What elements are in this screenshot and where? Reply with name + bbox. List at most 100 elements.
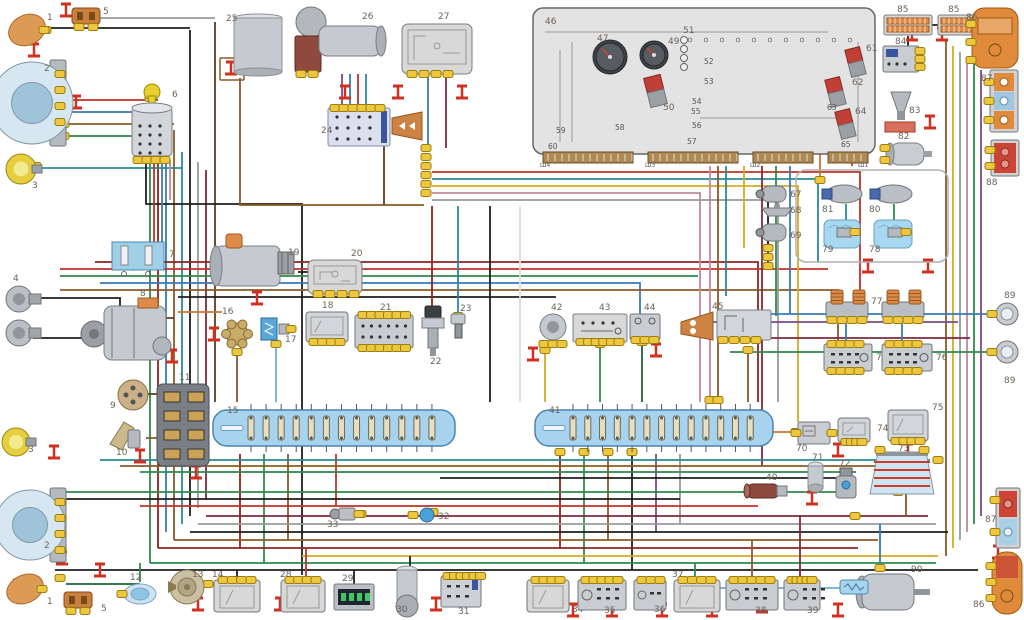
svg-text:23: 23 <box>460 304 471 314</box>
component-37: 37 <box>672 570 721 613</box>
component-26: 26 <box>294 6 387 78</box>
svg-text:49: 49 <box>668 37 680 47</box>
svg-text:54: 54 <box>692 97 702 106</box>
component-73: 73 <box>869 444 935 495</box>
component-2: 2 <box>0 487 67 563</box>
svg-text:17: 17 <box>285 335 296 345</box>
svg-text:37: 37 <box>672 570 683 580</box>
component-39: 39 <box>783 576 825 616</box>
svg-text:19: 19 <box>288 248 300 258</box>
component-1: 1 <box>8 13 53 47</box>
svg-text:3: 3 <box>32 181 38 191</box>
svg-text:6: 6 <box>172 90 178 100</box>
svg-text:75: 75 <box>932 403 943 413</box>
component-13: 13 <box>168 569 205 605</box>
svg-text:62: 62 <box>852 78 863 88</box>
svg-text:71: 71 <box>812 453 823 463</box>
component-19: 19 <box>209 233 300 287</box>
component-31: 31 <box>440 572 486 617</box>
component-65: 65 <box>841 140 851 149</box>
svg-text:12: 12 <box>130 573 141 583</box>
component-86: 86 <box>965 7 1019 69</box>
component-51: 51 <box>680 26 694 71</box>
svg-text:85: 85 <box>948 5 959 15</box>
svg-text:8: 8 <box>140 289 146 299</box>
svg-text:67: 67 <box>790 190 801 200</box>
svg-text:55: 55 <box>691 107 701 116</box>
component-68: 68 <box>761 203 802 217</box>
svg-text:5: 5 <box>103 7 109 17</box>
component-70: 70 <box>790 421 838 454</box>
svg-text:Ш3: Ш3 <box>645 162 655 169</box>
svg-text:35: 35 <box>604 606 615 616</box>
svg-text:38: 38 <box>755 606 767 616</box>
svg-text:87: 87 <box>981 74 992 84</box>
svg-text:56: 56 <box>692 121 702 130</box>
svg-text:86: 86 <box>973 600 985 610</box>
component-80: 80 <box>869 184 913 215</box>
svg-text:43: 43 <box>599 303 610 313</box>
component-60: 60 <box>548 142 558 151</box>
component-enclosure <box>795 169 949 263</box>
component-33: 33 <box>327 507 365 530</box>
component-77: 77 <box>825 289 882 324</box>
svg-text:16: 16 <box>222 307 234 317</box>
component-89: 89 <box>986 340 1019 386</box>
svg-text:33: 33 <box>327 520 338 530</box>
svg-text:28: 28 <box>280 570 292 580</box>
svg-text:63: 63 <box>827 103 837 112</box>
component-32: 32 <box>407 507 449 523</box>
component-Ш1: Ш1 <box>858 162 868 169</box>
svg-text:Ш4: Ш4 <box>540 162 550 169</box>
svg-text:83: 83 <box>909 106 920 116</box>
svg-text:3: 3 <box>28 445 34 455</box>
component-arrowpad <box>391 111 423 141</box>
component-6: 6 <box>131 83 178 164</box>
component-24: 24 <box>321 104 391 147</box>
component-5: 5 <box>71 7 109 31</box>
component-63: 63 <box>827 103 837 112</box>
component-9: 9 <box>110 379 149 411</box>
component-81: 81 <box>821 184 863 215</box>
component-56: 56 <box>692 121 702 130</box>
svg-text:42: 42 <box>551 303 562 313</box>
component-Ш3: Ш3 <box>645 162 655 169</box>
component-54: 54 <box>692 97 702 106</box>
component-84: 84 <box>882 37 926 73</box>
svg-text:Ш1: Ш1 <box>858 162 868 169</box>
component-40: 40 <box>743 473 788 499</box>
component-87: 87 <box>985 487 1021 549</box>
svg-text:46: 46 <box>545 17 557 27</box>
svg-text:59: 59 <box>556 126 566 135</box>
component-64: 64 <box>834 107 867 141</box>
svg-text:44: 44 <box>644 303 656 313</box>
svg-text:11: 11 <box>179 373 190 383</box>
component-Ш4: Ш4 <box>540 162 550 169</box>
component-41: 41 <box>534 404 774 452</box>
wire-harness <box>33 17 994 589</box>
svg-text:31: 31 <box>458 607 469 617</box>
svg-text:53: 53 <box>704 77 714 86</box>
svg-text:57: 57 <box>687 137 697 146</box>
component-55: 55 <box>691 107 701 116</box>
svg-text:40: 40 <box>766 473 778 483</box>
component-44: 44 <box>629 303 661 344</box>
svg-text:9: 9 <box>110 401 116 411</box>
component-27: 27 <box>401 12 473 78</box>
component-22: 22 <box>421 305 445 367</box>
component-4: 4 <box>5 274 42 347</box>
svg-text:69: 69 <box>790 231 802 241</box>
svg-text:80: 80 <box>869 205 881 215</box>
svg-text:30: 30 <box>396 605 408 615</box>
svg-text:26: 26 <box>362 12 374 22</box>
component-30: 30 <box>395 565 419 618</box>
component-21: 21 <box>354 303 414 352</box>
component-15: 15 <box>212 404 456 452</box>
component-7: 7 <box>111 241 175 277</box>
svg-text:79: 79 <box>822 245 834 255</box>
component-89: 89 <box>986 291 1019 326</box>
component-83: 83 <box>884 91 920 133</box>
component-67: 67 <box>755 185 801 203</box>
component-87: 87 <box>981 69 1019 133</box>
component-35: 35 <box>577 576 627 616</box>
